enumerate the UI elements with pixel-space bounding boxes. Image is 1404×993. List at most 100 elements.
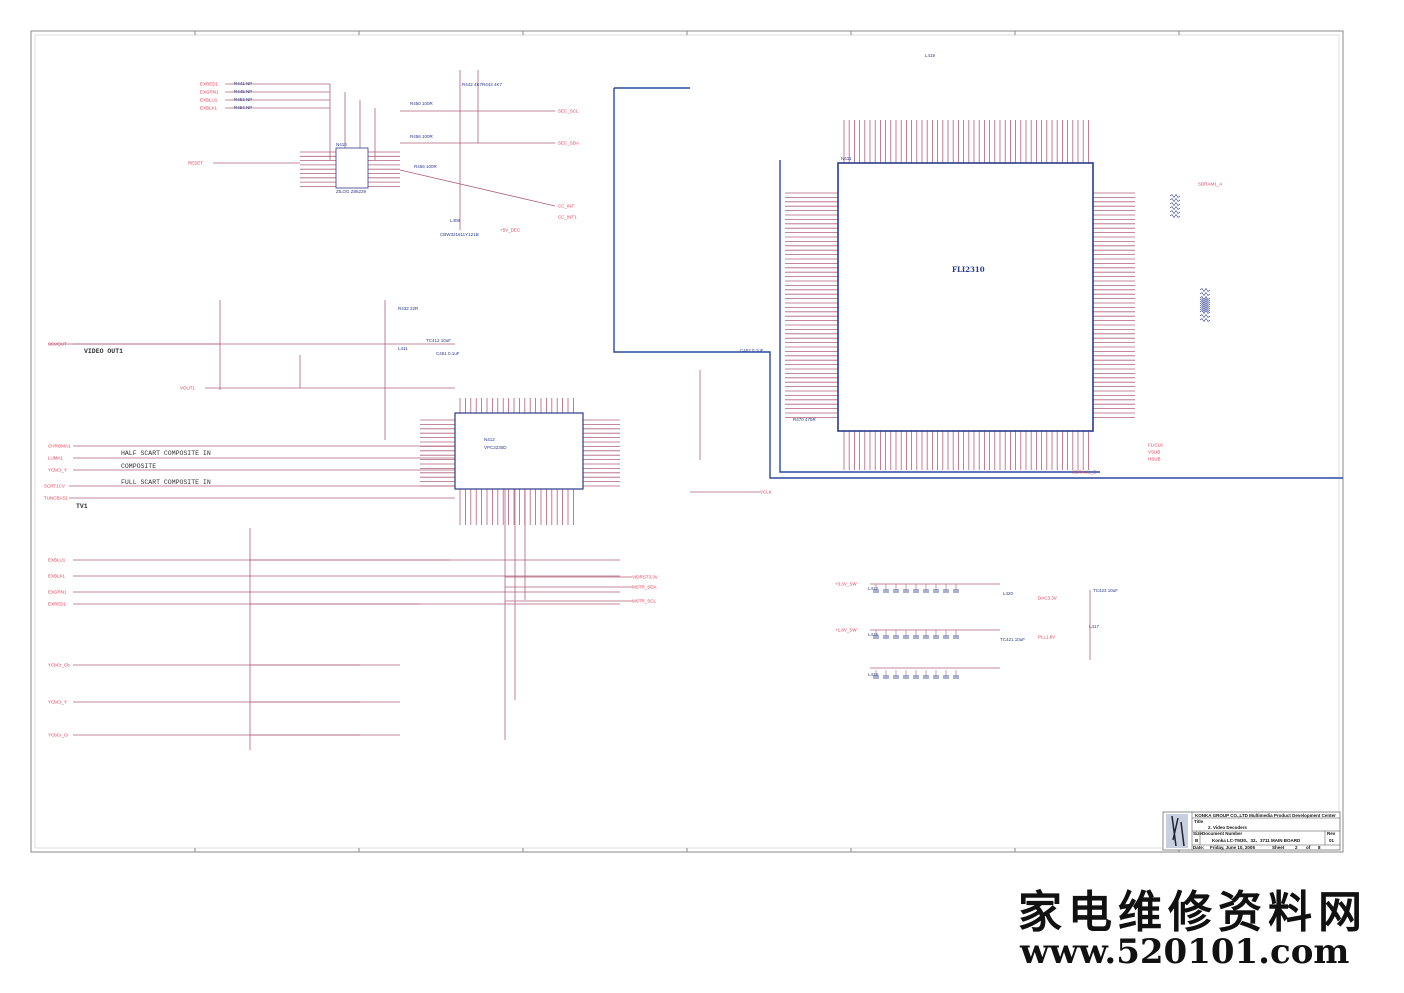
net-label: EXBLU1 <box>48 558 66 563</box>
left-net-labels: EXRED1EXGRN1EXBLU1EXBLK1RESETSCVOUTVOUT1… <box>44 82 219 738</box>
net-label: SEC_SCL <box>558 109 579 114</box>
resistor <box>1199 297 1211 303</box>
net-label: SEC_SDA <box>558 141 579 146</box>
sheet-total: 8 <box>1318 845 1321 850</box>
chip-name: VPC3230D <box>484 445 507 450</box>
component-label: R442 4K7 <box>462 82 483 87</box>
net-label: EXBLU1 <box>200 98 218 103</box>
component-label: L418 <box>868 672 879 677</box>
component-label: L416 <box>868 632 879 637</box>
net-label: VCLK <box>760 490 772 495</box>
net-label: DAC3.3V <box>1038 596 1057 601</box>
component-label: L420 <box>1003 591 1014 596</box>
net-label: EXGRN1 <box>48 590 67 595</box>
net-label: EXGRN1 <box>200 90 219 95</box>
component-label: R432 22R <box>398 306 419 311</box>
resistor <box>1199 313 1211 319</box>
net-label: PLL1.8V <box>1038 635 1055 640</box>
component-label: L419 <box>925 53 936 58</box>
chip-z86229[interactable]: N410 ZILOG Z86229 <box>335 142 369 194</box>
resistor <box>1169 205 1181 211</box>
net-label: LUMA1 <box>48 456 64 461</box>
half-scart-label: HALF SCART COMPOSITE IN <box>121 450 211 457</box>
annotations: VIDEO OUT1 HALF SCART COMPOSITE IN COMPO… <box>76 348 211 510</box>
net-label: SCVOUT <box>48 342 67 347</box>
net-label: SDRAM1_D <box>1072 470 1097 475</box>
resistor <box>1199 291 1211 297</box>
component-label: TC423 10uF <box>1093 588 1118 593</box>
component-label: L408 <box>450 218 461 223</box>
net-label: FLICLK <box>1148 443 1163 448</box>
resistor <box>1199 287 1211 293</box>
resistor <box>1169 213 1181 219</box>
net-label: TUNCBAS1 <box>44 496 69 501</box>
resistor <box>1199 305 1211 311</box>
components <box>873 193 1211 679</box>
chip-name: FLI2310 <box>952 265 985 274</box>
resistor <box>1199 303 1211 309</box>
document-number: Konka LC-TM30、32、3711 MAIN BOARD <box>1212 838 1301 844</box>
net-label: +1.8V_SW <box>835 628 857 633</box>
component-label: TC421 10uF <box>1000 637 1025 642</box>
tv-label: TV1 <box>76 503 88 510</box>
net-label: EXBLK1 <box>200 106 218 111</box>
component-label: R453 NP <box>234 97 252 102</box>
sheet-border <box>30 30 1344 853</box>
chip-name: ZILOG Z86229 <box>336 189 367 194</box>
net-label: VSUB <box>1148 450 1160 455</box>
component-label: R443 4K7 <box>482 82 503 87</box>
company: KONKA GROUP CO.,LTD Multimedia Product D… <box>1195 813 1336 818</box>
net-label: EXBLK1 <box>48 574 66 579</box>
resistor <box>1199 307 1211 313</box>
net-label: HSUB <box>1148 457 1161 462</box>
resistor <box>1199 301 1211 307</box>
net-label: EXRED1 <box>200 82 219 87</box>
net-label: +5V_DEC <box>500 228 521 233</box>
chip-ref: N412 <box>484 437 495 442</box>
sheet-number: 2 <box>1295 845 1298 850</box>
component-label: L412 <box>868 586 879 591</box>
component-label: CBW321611Y121B <box>440 232 479 237</box>
net-label: YCbCr_Y <box>48 468 67 473</box>
resistor <box>1169 201 1181 207</box>
resistor <box>1199 317 1211 323</box>
component-label: R470 475R <box>793 417 817 422</box>
chip-ref: N410 <box>336 142 347 147</box>
net-label: CHROMA1 <box>48 444 71 449</box>
resistor <box>1169 197 1181 203</box>
revision: 01 <box>1329 838 1335 843</box>
chip-ref: N411 <box>841 156 852 161</box>
size-caption: Size <box>1193 831 1203 836</box>
net-label: MSTR_SDA <box>632 585 657 590</box>
component-label: C451 0.1uF <box>436 351 460 356</box>
right-net-labels: SEC_SCL SEC_SDA CC_INT CC_INT1 +5V_DEC VCLK SD… <box>500 109 1222 640</box>
component-label: L411 <box>398 346 408 351</box>
net-label: RESET <box>188 161 203 166</box>
component-label: R454 NP <box>234 105 252 110</box>
title-block: KONKA GROUP CO.,LTD Multimedia Product D… <box>1162 811 1341 851</box>
component-label: R445 NP <box>234 89 252 94</box>
net-label: VOUT1 <box>180 386 196 391</box>
video-out-label: VIDEO OUT1 <box>84 348 123 355</box>
chip-fli2310[interactable]: N411 FLI2310 <box>837 156 1094 432</box>
doc-caption: Document Number <box>1202 831 1243 836</box>
net-label: SDRAM1_A <box>1198 182 1222 187</box>
rev-caption: Rev <box>1327 831 1336 836</box>
net-label: CC_INT1 <box>558 215 577 220</box>
net-label: SCRT1CV <box>44 484 65 489</box>
full-scart-label: FULL SCART COMPOSITE IN <box>121 479 211 486</box>
resistor <box>1199 309 1211 315</box>
resistor <box>1169 209 1181 215</box>
net-label: YCbCr_Cb <box>48 663 70 668</box>
resistor <box>1199 295 1211 301</box>
component-label: R466 100R <box>414 164 438 169</box>
net-label: CC_INT <box>558 204 575 209</box>
of-caption: of <box>1306 845 1311 850</box>
component-label: C452 0.1uF <box>740 348 764 353</box>
chip-vpc3230d[interactable]: N412 VPC3230D <box>454 412 584 490</box>
net-label: YCbCr_Y <box>48 700 67 705</box>
net-label: VIDRST3.3V <box>632 575 658 580</box>
net-label: MSTR_SCL <box>632 599 657 604</box>
watermark-chinese: 家电维修资料网 <box>1018 887 1368 938</box>
